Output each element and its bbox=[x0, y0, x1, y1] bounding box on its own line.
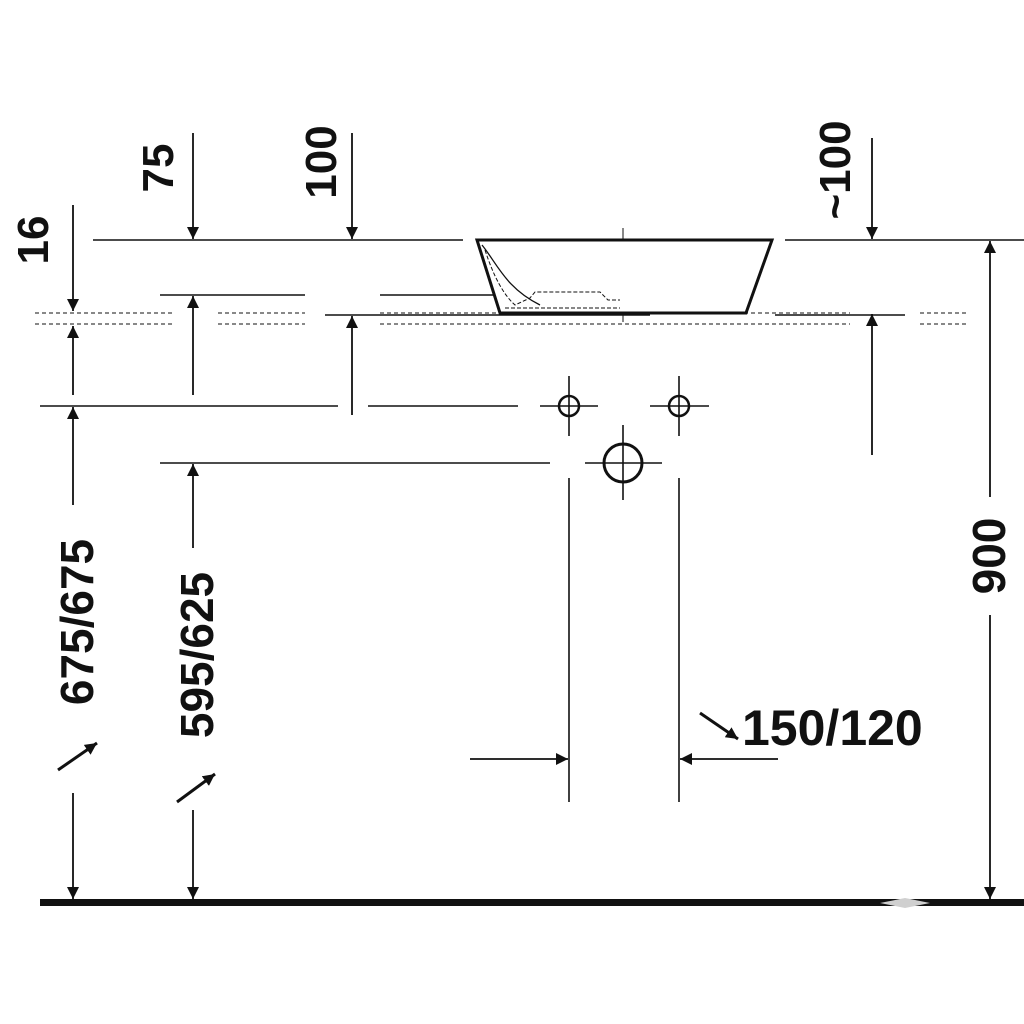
label-675: 675/675 bbox=[51, 539, 103, 705]
label-100: 100 bbox=[297, 125, 346, 198]
countertop-dashed bbox=[35, 312, 968, 325]
holes bbox=[540, 376, 709, 500]
label-900: 900 bbox=[963, 518, 1015, 595]
diag-arrow-150 bbox=[699, 711, 739, 741]
dimension-arrows bbox=[57, 133, 996, 899]
label-150: 150/120 bbox=[742, 700, 923, 756]
floor-marker bbox=[880, 898, 930, 908]
label-100-right: ~100 bbox=[811, 120, 860, 219]
label-16: 16 bbox=[9, 216, 58, 265]
basin-outline bbox=[474, 238, 775, 315]
label-75: 75 bbox=[134, 144, 183, 193]
diag-arrow-595 bbox=[176, 772, 216, 804]
label-595: 595/625 bbox=[171, 572, 223, 738]
drain-hole bbox=[585, 425, 662, 500]
dimension-labels: 16 75 100 ~100 675/675 595/625 900 150/1… bbox=[9, 120, 1015, 756]
tap-hole-right bbox=[650, 376, 709, 436]
floor-line bbox=[40, 899, 1024, 906]
basin-drain-dashed bbox=[484, 249, 620, 306]
basin-inner-curve bbox=[481, 244, 541, 306]
tap-hole-left bbox=[540, 376, 598, 436]
diag-arrow-675 bbox=[57, 741, 98, 772]
basin bbox=[474, 238, 775, 315]
